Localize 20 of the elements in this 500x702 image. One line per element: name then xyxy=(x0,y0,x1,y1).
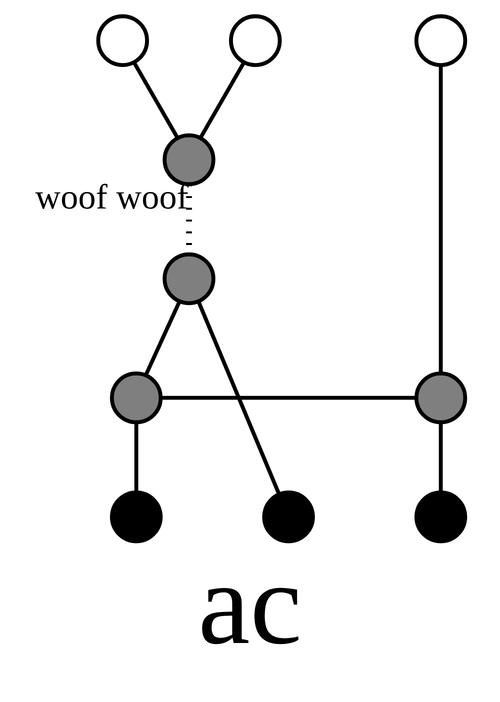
node-circle xyxy=(414,490,468,544)
node-circle xyxy=(229,14,282,67)
node-circle xyxy=(96,14,149,67)
node-circle xyxy=(162,133,216,186)
connector xyxy=(196,300,281,495)
connector xyxy=(198,62,246,139)
connector xyxy=(132,62,180,139)
node-circle xyxy=(162,252,216,306)
node-circle xyxy=(110,490,163,544)
connector xyxy=(144,300,182,376)
edge-label: woof woof xyxy=(35,177,188,216)
node-circle xyxy=(262,490,315,544)
connector xyxy=(134,422,138,492)
connector xyxy=(161,396,416,400)
node-circle xyxy=(414,14,468,67)
node-circle xyxy=(414,372,468,424)
connector xyxy=(438,65,443,374)
node-circle xyxy=(110,372,163,424)
connector xyxy=(438,422,443,492)
caption: ac xyxy=(198,540,302,669)
